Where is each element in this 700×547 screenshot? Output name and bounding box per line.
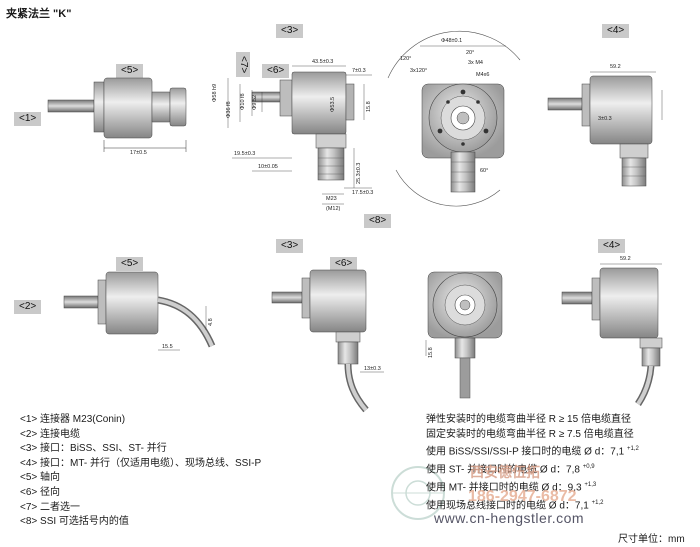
note-tolerance: +1,2 <box>591 499 604 506</box>
encoder-side-dimensioned-view <box>227 65 372 205</box>
dim-radial-cable-depth: 13±0.3 <box>364 366 381 372</box>
tag-connector-row: <1> <box>14 112 42 126</box>
legend-item: <5> 轴向 <box>20 472 61 484</box>
legend-item: <4> 接口：MT- 并行（仅适用电缆）、现场总线、SSI-P <box>20 457 262 469</box>
note-text: 使用 MT- 并接口时的电缆 Ø d：9,3 <box>426 482 582 494</box>
dim-body-diameter: Φ53.5 <box>330 96 336 112</box>
tag-ssi-option: <8> <box>364 214 392 228</box>
legend-item: <7> 二者选一 <box>20 501 81 513</box>
note-line: 使用 MT- 并接口时的电缆 Ø d：9,3 +1,3 <box>426 478 639 496</box>
dim-housing-diameter: Φ58 h9 <box>212 83 218 102</box>
note-line: 使用 BiSS/SSI/SSI-P 接口时的电缆 Ø d：7,1 +1,2 <box>426 442 639 460</box>
note-text: 弹性安装时的电缆弯曲半径 R ≥ 15 倍电缆直径 <box>426 414 631 425</box>
dim-threaded-holes: 3x M4 <box>468 60 483 66</box>
encoder-interface-4-cable-view <box>561 263 663 406</box>
note-line: 使用 ST- 并接口时的电缆 Ø d：7,8 +0,9 <box>426 460 639 478</box>
dim-ssi-thread: (M12) <box>326 206 341 212</box>
dim-cable-exit: 15.5 <box>162 344 173 350</box>
encoder-front-cable-view <box>425 271 503 399</box>
dim-connector-offset: 15.8 <box>366 101 372 112</box>
encoder-radial-cable-view <box>271 269 384 413</box>
tag-alternative: <7> <box>236 52 250 78</box>
tag-interface-3-top: <3> <box>276 24 304 38</box>
dim-connector-thread: M23 <box>326 196 337 202</box>
dim-connector-depth: 17.5±0.3 <box>352 190 374 196</box>
watermark-phone: 186-2947-6872 <box>468 488 577 505</box>
tag-interface-4-top: <4> <box>602 24 630 38</box>
dim-length-interface-4-cable: 59.2 <box>620 256 631 262</box>
dim-angle-120: 120° <box>400 56 412 62</box>
note-text: 使用 ST- 并接口时的电缆 Ø d：7,8 <box>426 464 580 476</box>
note-text: 使用 BiSS/SSI/SSI-P 接口时的电缆 Ø d：7,1 <box>426 446 625 458</box>
dim-angle-60: 60° <box>480 168 489 174</box>
watermark-url: www.cn-hengstler.com <box>434 510 585 526</box>
note-tolerance: +1,2 <box>626 446 639 453</box>
dim-body-length: 43.5±0.3 <box>312 59 334 65</box>
cable-notes: 弹性安装时的电缆弯曲半径 R ≥ 15 倍电缆直径 固定安装时的电缆弯曲半径 R… <box>426 413 639 514</box>
dim-angle-20: 20° <box>466 50 475 56</box>
unit-label: 尺寸单位：mm <box>618 534 685 545</box>
dim-flange-diameter: Φ48±0.1 <box>441 38 463 44</box>
note-text: 使用现场总线接口时的电缆 Ø d：7,1 <box>426 500 589 512</box>
encoder-interface-4-view <box>547 71 663 187</box>
note-tolerance: +0,9 <box>582 464 595 471</box>
dim-shaft-step: 10±0.05 <box>258 164 278 170</box>
watermark-company: 西安德伍拓 <box>470 464 540 480</box>
dim-thread-depth: M4x6 <box>476 72 490 78</box>
dim-axial-connector: 17±0.5 <box>130 150 147 156</box>
legend-item: <1> 连接器 M23(Conin) <box>20 414 126 425</box>
tag-radial-bottom: <6> <box>330 257 358 271</box>
dim-front-cable-offset: 15.8 <box>428 347 434 358</box>
note-line: 固定安装时的电缆弯曲半径 R ≥ 7.5 倍电缆直径 <box>426 428 639 443</box>
legend-item: <3> 接口：BiSS、SSI、ST- 并行 <box>20 443 167 455</box>
legend-item: <6> 径向 <box>20 486 61 498</box>
note-line: 使用现场总线接口时的电缆 Ø d：7,1 +1,2 <box>426 496 639 514</box>
dim-shaft-diameter-alt: Φ9.52 <box>252 94 258 110</box>
dim-length-interface-4: 59.2 <box>610 64 621 70</box>
note-tolerance: +1,3 <box>584 482 597 489</box>
encoder-front-flange-view <box>387 30 521 207</box>
tag-axial-bottom: <5> <box>116 257 144 271</box>
tag-interface-4-bottom: <4> <box>598 239 626 253</box>
tag-cable-row: <2> <box>14 300 42 314</box>
legend-item: <2> 连接电缆 <box>20 428 81 440</box>
tag-axial-top: <5> <box>116 64 144 78</box>
dim-rear-offset: 7±0.3 <box>352 68 366 74</box>
legend-list: <1> 连接器 M23(Conin) <2> 连接电缆 <3> 接口：BiSS、… <box>20 413 261 530</box>
watermark-logo <box>391 466 445 520</box>
dim-shaft-diameter: Φ10 f8 <box>240 93 246 110</box>
dim-connector-height: 25.3±0.3 <box>356 162 362 184</box>
encoder-axial-connector-view <box>47 77 187 152</box>
dim-shaft-length: 19.5±0.3 <box>234 151 256 157</box>
dim-cable-offset: 4.8 <box>208 318 214 326</box>
tag-radial-top: <6> <box>262 64 290 78</box>
dim-shaft-offset: 3±0.3 <box>598 116 612 122</box>
tag-interface-3-bottom: <3> <box>276 239 304 253</box>
legend-item: <8> SSI 可选括号内的值 <box>20 516 129 528</box>
note-text: 固定安装时的电缆弯曲半径 R ≥ 7.5 倍电缆直径 <box>426 428 634 440</box>
dim-spigot-diameter: Φ36 f8 <box>226 101 232 118</box>
note-line: 弹性安装时的电缆弯曲半径 R ≥ 15 倍电缆直径 <box>426 413 639 428</box>
page-title: 夹紧法兰 "K" <box>6 8 72 20</box>
encoder-axial-cable-view <box>63 271 216 351</box>
dim-angle-3x120: 3x120° <box>410 68 428 74</box>
